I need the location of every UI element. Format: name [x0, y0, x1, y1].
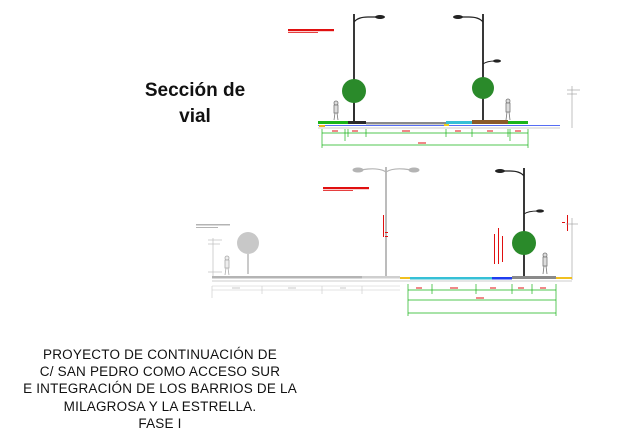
top-road-surface — [318, 120, 560, 129]
section-heading-line-1: Sección de — [144, 80, 246, 101]
top-scale-label — [288, 29, 334, 32]
top-dimension-lines — [321, 129, 529, 148]
grey-dimension-lines — [211, 286, 400, 298]
project-title-line-5: FASE I — [138, 415, 182, 431]
section-heading: Sección de vial — [110, 78, 280, 130]
tree-top-right — [472, 77, 494, 99]
lamp-post-left — [342, 14, 385, 123]
bottom-scale-label — [323, 187, 369, 190]
pedestrian-bottom-left — [224, 255, 230, 276]
existing-lamp-post-grey — [352, 167, 420, 278]
tree-bottom-new — [512, 231, 536, 255]
top-dimension-values — [332, 130, 521, 144]
bottom-dimension-lines — [407, 284, 557, 316]
project-title-line-2: C/ SAN PEDRO COMO ACCESO SUR — [39, 364, 281, 380]
section-bottom — [196, 167, 578, 316]
project-title-line-4: MILAGROSA Y LA ESTRELLA. — [63, 398, 257, 414]
project-title: PROYECTO DE CONTINUACIÓN DE C/ SAN PEDRO… — [0, 346, 320, 432]
grey-annotations-left — [196, 224, 230, 228]
bottom-road-surface — [212, 276, 572, 287]
bottom-dimension-values — [416, 287, 546, 299]
pedestrian-top-left — [333, 100, 339, 121]
tree-top-left — [342, 79, 366, 103]
new-lamp-post — [495, 168, 544, 279]
project-title-line-1: PROYECTO DE CONTINUACIÓN DE — [43, 347, 277, 362]
top-edge-markers — [567, 86, 580, 128]
red-marker-lamp — [383, 215, 388, 237]
lamp-post-right — [453, 14, 501, 124]
section-top — [288, 14, 580, 148]
project-title-line-3: E INTEGRACIÓN DE LOS BARRIOS DE LA — [23, 381, 297, 397]
pedestrian-bottom-right — [542, 252, 548, 275]
red-annotations-right — [494, 215, 568, 264]
existing-tree-grey — [237, 232, 259, 254]
pedestrian-top-right — [505, 98, 511, 121]
section-heading-line-2: vial — [179, 106, 211, 127]
